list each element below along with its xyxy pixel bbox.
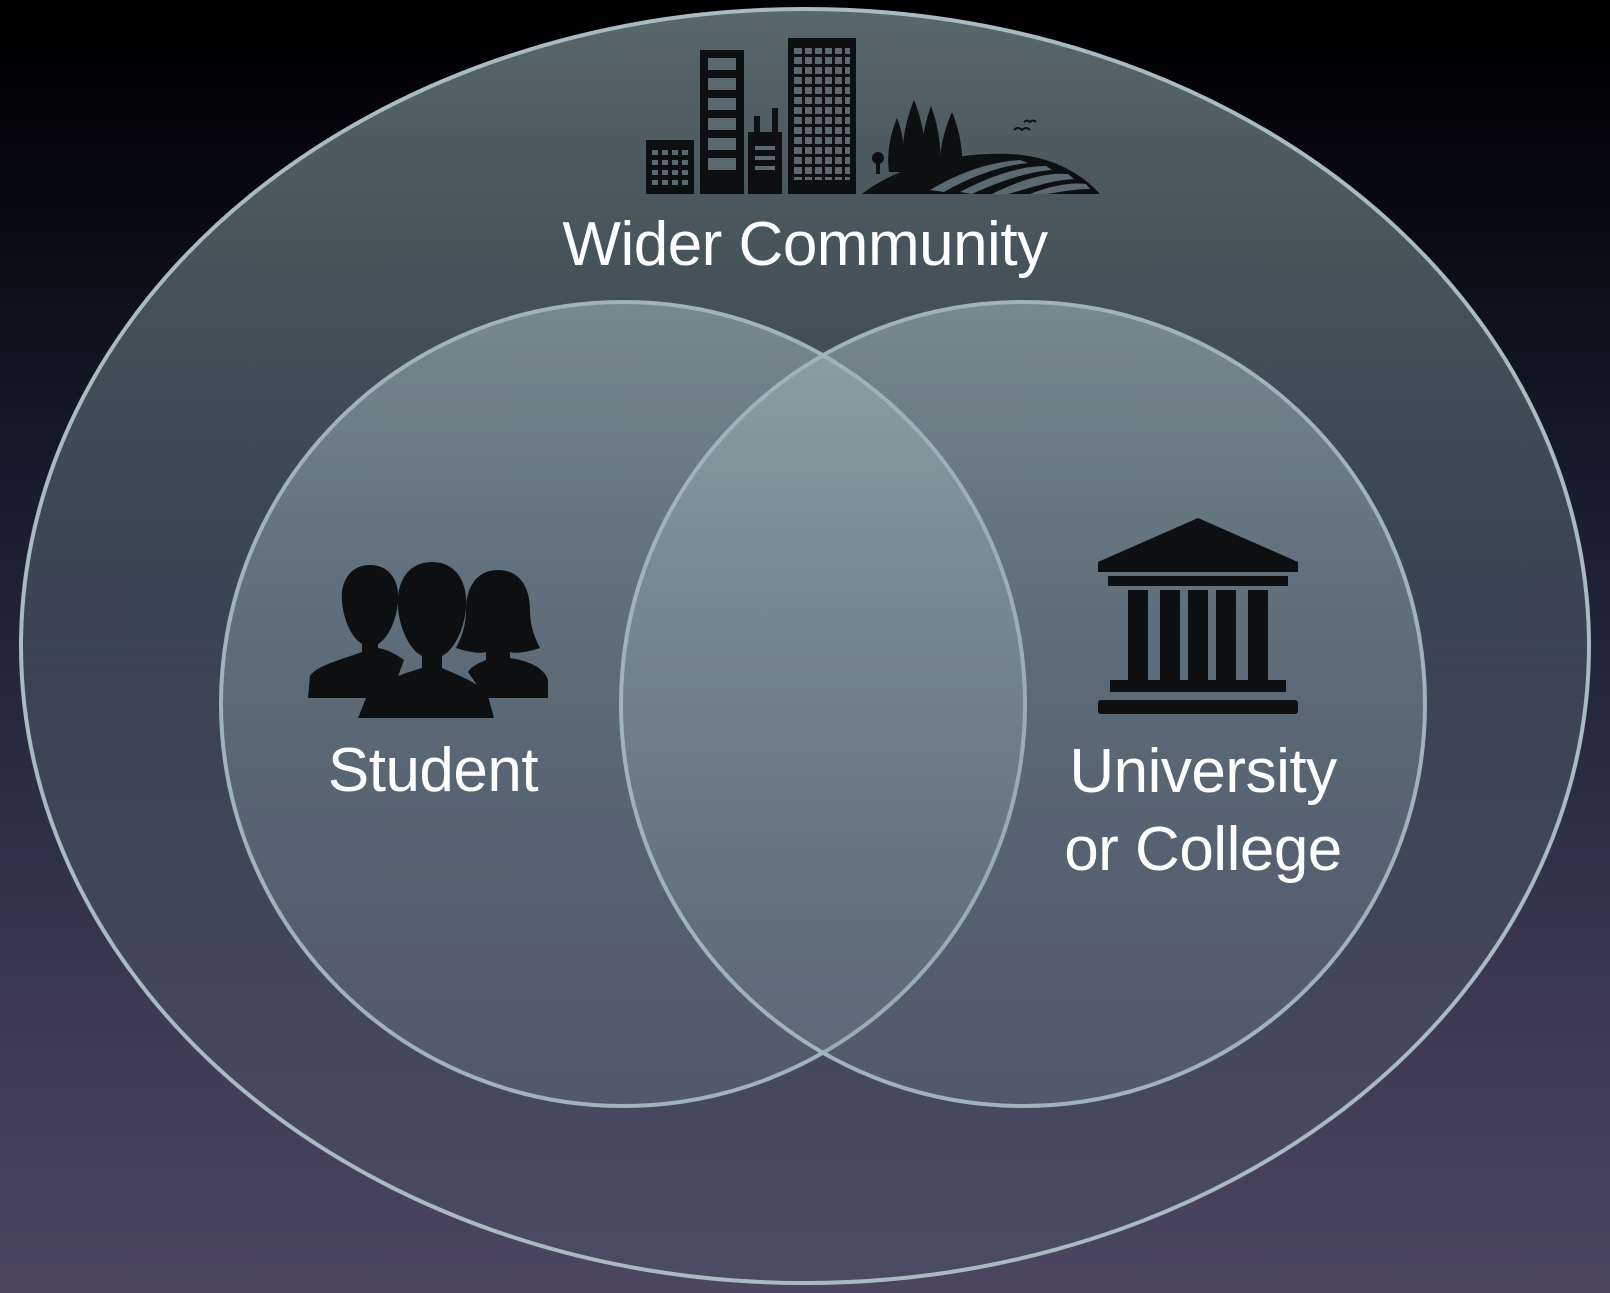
university-label-line1: University [1069, 737, 1337, 806]
classical-building-icon [1098, 518, 1298, 714]
people-group-icon [308, 562, 548, 718]
student-label: Student [327, 736, 539, 805]
city-skyline-icon [646, 38, 1100, 194]
wider-community-label: Wider Community [562, 210, 1048, 279]
university-college-label: University or College [1003, 733, 1403, 889]
university-label-line2: or College [1064, 815, 1342, 884]
right-circle-university [619, 300, 1427, 1108]
